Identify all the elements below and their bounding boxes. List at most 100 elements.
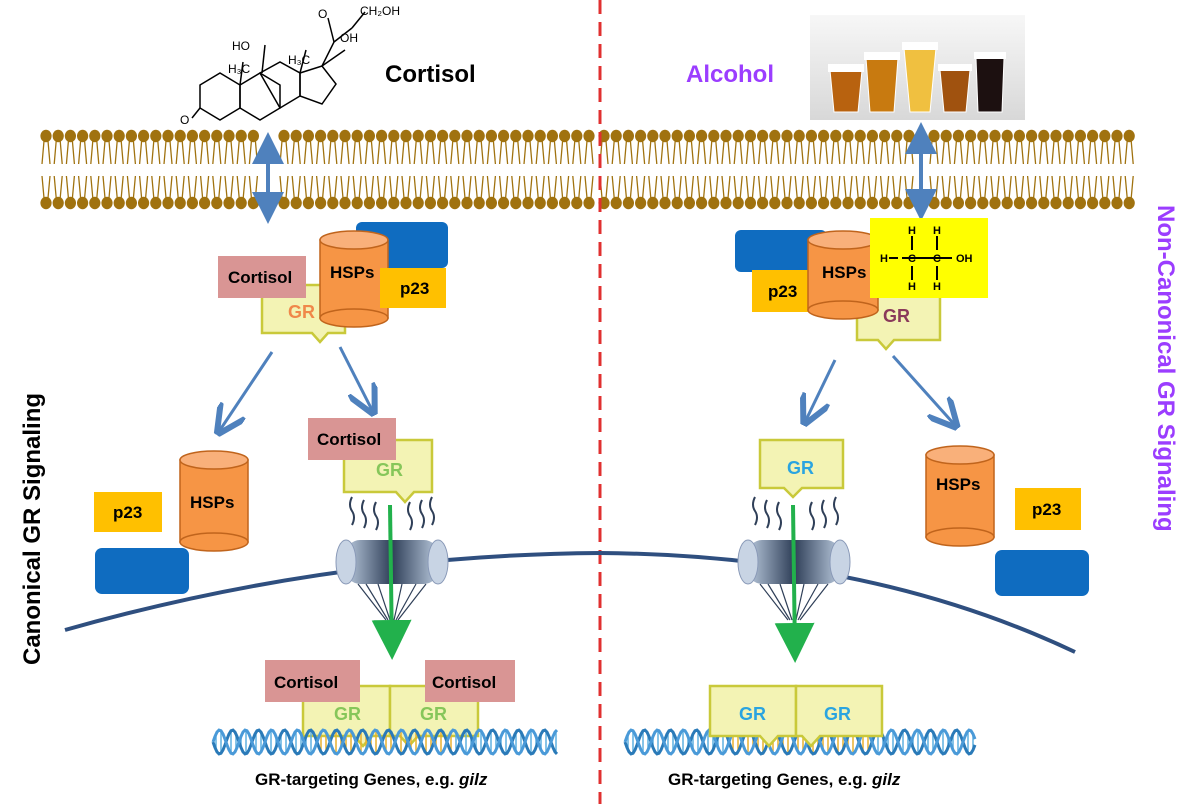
lipid-tail xyxy=(236,175,246,199)
cortisol-label: Cortisol xyxy=(228,268,292,287)
lipid-tail xyxy=(126,175,137,199)
lipid-head xyxy=(903,129,915,143)
lipid-head xyxy=(1074,129,1086,143)
hsps-cylinder-complex-right: HSPs xyxy=(807,230,879,320)
lipid-tail xyxy=(547,140,558,165)
lipid-tail xyxy=(401,140,411,165)
lipid-tail xyxy=(236,140,246,165)
lipid-tail xyxy=(660,175,670,199)
lipid-tail xyxy=(843,175,853,199)
lipid-head xyxy=(302,129,314,143)
lipid-tail xyxy=(340,140,350,165)
lipid-tail xyxy=(559,175,570,199)
lipid-tail xyxy=(315,175,326,199)
lipid-head xyxy=(363,129,375,143)
lipid-tail xyxy=(328,175,338,199)
lipid-tail xyxy=(138,175,149,199)
lipid-tail xyxy=(855,175,865,199)
lipid-head xyxy=(162,129,174,143)
lipid-head xyxy=(866,196,879,210)
gr-label: GR xyxy=(420,704,447,724)
lipid-head xyxy=(125,129,137,143)
lipid-tail xyxy=(818,175,829,199)
lipid-head xyxy=(1087,196,1099,210)
lipid-tail xyxy=(696,140,707,165)
lipid-tail xyxy=(175,140,185,165)
lipid-tail xyxy=(114,175,124,199)
lipid-tail xyxy=(831,175,841,199)
lipid-head xyxy=(424,129,436,143)
lipid-tail xyxy=(547,175,558,199)
lipid-head xyxy=(866,129,879,143)
lipid-head xyxy=(485,129,497,143)
lipid-head xyxy=(1050,196,1062,210)
lipid-head xyxy=(793,196,805,210)
lipid-head xyxy=(1123,129,1135,143)
lipid-tail xyxy=(867,175,878,199)
lipid-tail xyxy=(315,140,326,165)
lipid-head xyxy=(388,129,400,143)
lipid-tail xyxy=(855,140,865,165)
lipid-head xyxy=(1074,196,1086,210)
lipid-head xyxy=(510,196,522,210)
lipid-tail xyxy=(102,140,112,165)
lipid-tail xyxy=(41,140,51,165)
lipid-head xyxy=(1050,129,1062,143)
gr-dimer-right: GR GR xyxy=(708,684,884,748)
lipid-tail xyxy=(978,140,988,165)
lipid-head xyxy=(671,196,683,210)
beer-glasses-image xyxy=(810,15,1025,120)
lipid-head xyxy=(559,129,571,143)
lipid-tail xyxy=(199,175,210,199)
lipid-head xyxy=(1062,129,1074,143)
lipid-head xyxy=(40,196,52,210)
lipid-head xyxy=(818,196,830,210)
lipid-tail xyxy=(151,175,161,199)
lipid-head xyxy=(290,196,302,210)
c-label: C xyxy=(933,253,941,265)
lipid-head xyxy=(989,129,1001,143)
lipid-tail xyxy=(352,140,362,165)
lipid-head xyxy=(1013,196,1025,210)
lipid-head xyxy=(473,196,485,210)
lipid-tail xyxy=(364,175,375,199)
lipid-tail xyxy=(1124,175,1134,199)
lipid-tail xyxy=(41,175,51,199)
lipid-tail xyxy=(1075,175,1086,199)
lipid-head xyxy=(449,129,461,143)
h-label: H xyxy=(908,281,916,293)
lipid-tail xyxy=(498,175,509,199)
lipid-head xyxy=(461,196,473,210)
lipid-tail xyxy=(733,140,743,165)
lipid-tail xyxy=(474,140,484,165)
lipid-head xyxy=(879,129,891,143)
lipid-head xyxy=(101,196,113,210)
lipid-tail xyxy=(1002,175,1012,199)
p23-label: p23 xyxy=(768,282,797,301)
lipid-tail xyxy=(843,140,853,165)
lipid-head xyxy=(1038,129,1050,143)
lipid-head xyxy=(64,129,76,143)
p23-label: p23 xyxy=(400,279,429,298)
lipid-head xyxy=(437,196,449,210)
lipid-tail xyxy=(770,175,780,199)
lipid-head xyxy=(940,196,952,210)
lipid-head xyxy=(671,129,683,143)
ho-label: HO xyxy=(232,39,250,53)
lipid-head xyxy=(891,196,903,210)
lipid-tail xyxy=(1039,140,1049,165)
lipid-head xyxy=(891,129,903,143)
lipid-tail xyxy=(376,175,387,199)
lipid-head xyxy=(683,129,696,143)
blue-protein-block xyxy=(995,550,1089,596)
lipid-head xyxy=(830,196,842,210)
translocation-arrow-right xyxy=(774,504,815,663)
lipid-head xyxy=(174,196,186,210)
cortisol-heading: Cortisol xyxy=(385,61,476,88)
lipid-tail xyxy=(1039,175,1049,199)
lipid-tail xyxy=(941,175,951,199)
lipid-tail xyxy=(523,140,533,165)
lipid-head xyxy=(546,129,559,143)
